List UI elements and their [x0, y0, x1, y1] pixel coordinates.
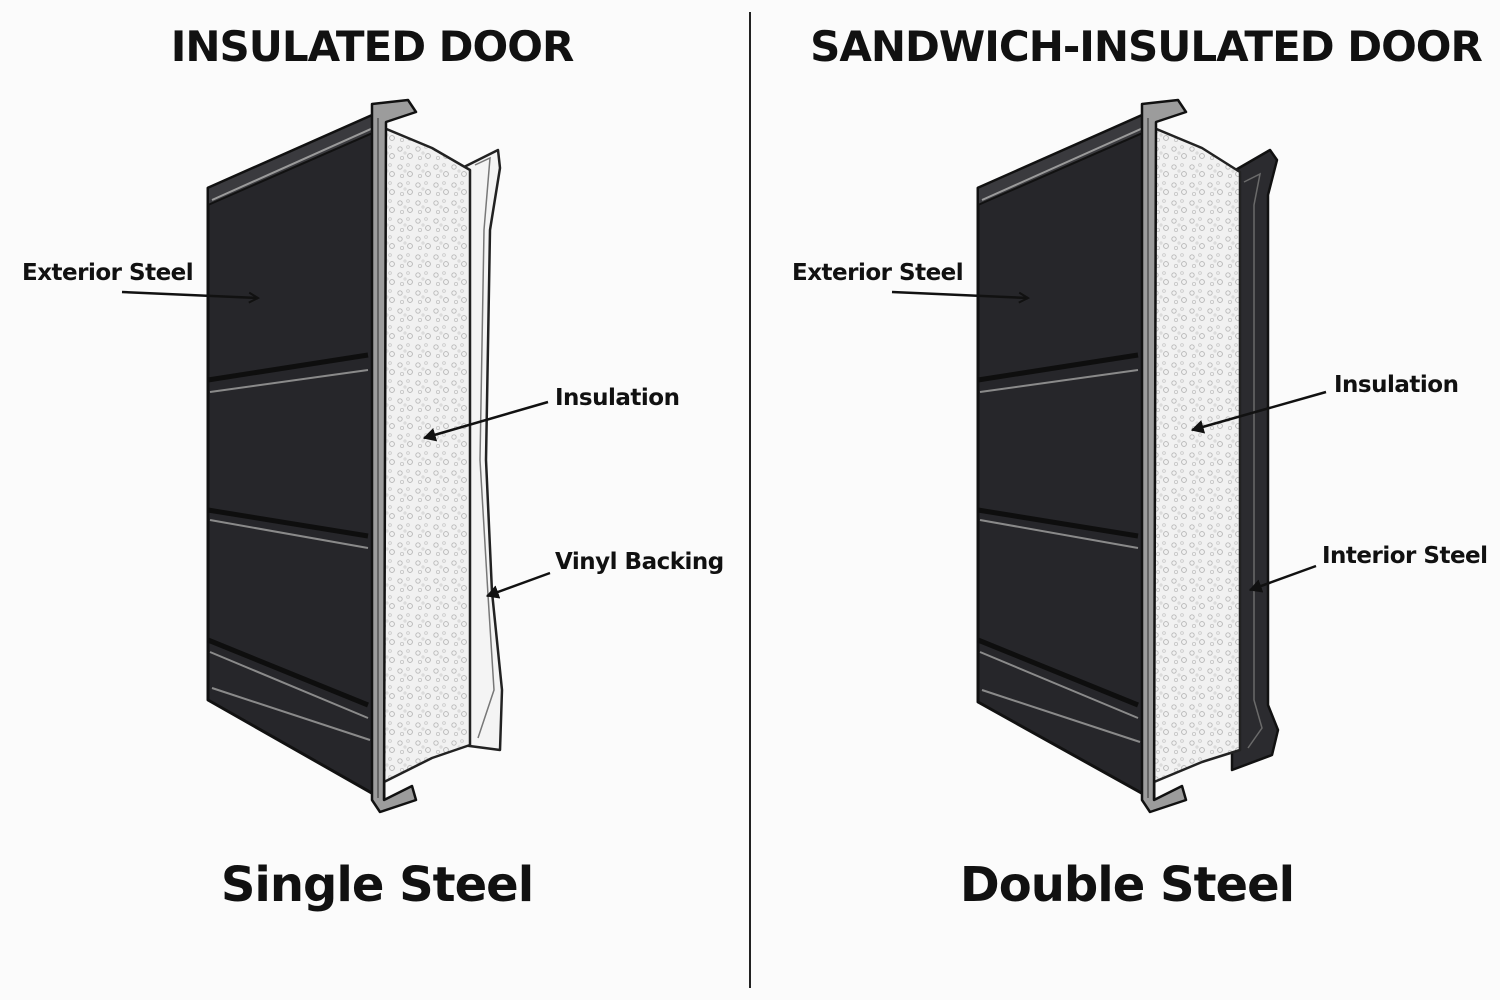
double-steel-groove-3 — [977, 637, 1139, 708]
leader-insulation-left — [422, 400, 549, 442]
insulation-foam — [382, 126, 472, 784]
label-insulation-left: Insulation — [555, 385, 680, 411]
leader-vinyl-backing — [485, 571, 551, 599]
steel-edge-channel-double — [1140, 98, 1188, 814]
double-steel-groove-1-light — [979, 369, 1139, 393]
sandwich-door-illustration — [976, 98, 1280, 814]
double-steel-groove-2 — [977, 507, 1139, 539]
left-panel-subtitle: Single Steel — [220, 857, 534, 913]
interior-steel-edge — [1243, 172, 1263, 749]
double-steel-groove-3-light — [979, 651, 1139, 719]
label-interior-steel: Interior Steel — [1322, 543, 1488, 569]
steel-groove-2-light — [209, 519, 369, 549]
label-vinyl-backing: Vinyl Backing — [555, 549, 724, 575]
double-steel-groove-2-light — [979, 519, 1139, 549]
label-insulation-right: Insulation — [1334, 372, 1459, 398]
left-panel-title: INSULATED DOOR — [170, 22, 575, 71]
exterior-steel-face — [206, 108, 386, 802]
leader-interior-steel — [1248, 564, 1317, 593]
insulation-foam-double — [1152, 126, 1242, 784]
double-steel-bottom-light — [981, 689, 1141, 743]
steel-groove-3-light — [209, 651, 369, 719]
right-panel-title: SANDWICH-INSULATED DOOR — [810, 22, 1483, 71]
steel-bottom-light — [211, 687, 371, 741]
leader-exterior-steel-left — [121, 290, 258, 298]
leader-exterior-steel-right — [891, 290, 1028, 298]
interior-steel-sheet — [1230, 148, 1280, 772]
double-steel-groove-1 — [977, 352, 1139, 383]
leader-insulation-right — [1190, 390, 1327, 434]
steel-top-highlight — [211, 123, 383, 201]
insulated-door-illustration — [206, 98, 504, 814]
steel-groove-2 — [207, 507, 369, 539]
right-panel-subtitle: Double Steel — [959, 857, 1295, 913]
label-exterior-steel-left: Exterior Steel — [22, 260, 194, 286]
vinyl-backing-edge — [474, 156, 495, 739]
label-exterior-steel-right: Exterior Steel — [792, 260, 964, 286]
double-steel-top-highlight — [981, 123, 1153, 201]
steel-edge-channel — [370, 98, 418, 814]
steel-groove-1 — [207, 352, 369, 383]
steel-groove-1-light — [209, 369, 369, 393]
steel-groove-3 — [207, 637, 369, 708]
vinyl-backing-sheet — [460, 148, 504, 752]
